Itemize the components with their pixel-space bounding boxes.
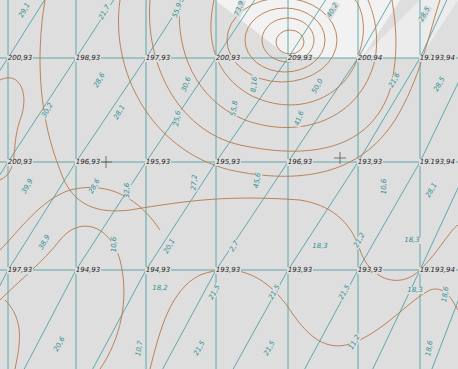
elevation-label: 209,93 xyxy=(287,55,314,62)
triangle-value: 10,6 xyxy=(112,235,119,253)
triangle-value: 10,6 xyxy=(382,177,389,195)
triangle-value: 39,9 xyxy=(21,177,36,196)
tin-edge xyxy=(0,0,8,58)
triangle-value: 28,6 xyxy=(93,71,108,90)
triangle-value: 18,3 xyxy=(403,237,421,244)
tin-edge xyxy=(358,0,420,58)
tin-edge xyxy=(76,58,146,162)
elevation-label: 196,93 xyxy=(75,159,102,166)
tin-edge xyxy=(146,58,216,162)
tin-edge xyxy=(8,162,76,270)
triangle-value: 21,5 xyxy=(268,283,283,302)
elevation-label: 193,93 xyxy=(215,267,242,274)
elevation-label: 194,93 xyxy=(75,267,102,274)
tin-edge xyxy=(76,0,146,58)
triangle-value: 41,6 xyxy=(294,109,307,128)
tin-edge xyxy=(146,162,216,270)
triangle-value: 2,7 xyxy=(229,239,242,254)
elevation-label: 193,93 xyxy=(287,267,314,274)
tin-edge xyxy=(146,270,216,369)
tin-edge xyxy=(358,162,420,270)
triangle-value: 29,1 xyxy=(18,1,33,20)
elevation-label: 197,93 xyxy=(7,267,34,274)
triangle-value: 20,6 xyxy=(53,335,68,354)
elevation-label: 193,94 xyxy=(430,159,457,166)
elevation-label: 194,93 xyxy=(145,267,172,274)
triangle-value: 18,6 xyxy=(441,285,451,304)
elevation-label: 195,93 xyxy=(215,159,242,166)
triangle-value: 18,3 xyxy=(406,287,424,294)
elevation-label: 200,93 xyxy=(7,55,34,62)
tin-edge xyxy=(76,162,146,270)
tin-edge xyxy=(288,270,358,369)
tin-edge xyxy=(216,162,288,270)
triangle-value: 21,2 xyxy=(353,231,368,250)
triangle-value: 55,8 xyxy=(230,99,240,118)
tin-edge xyxy=(358,270,420,369)
elevation-label: 200,93 xyxy=(7,159,34,166)
tin-edge xyxy=(8,0,76,58)
triangle-value: 21,6 xyxy=(388,71,403,90)
triangle-value: 38,9 xyxy=(38,233,53,252)
tin-edge xyxy=(420,162,458,270)
tin-edge xyxy=(288,58,358,162)
tin-edge xyxy=(8,270,76,369)
triangle-value: 28,1 xyxy=(425,181,440,200)
triangle-value: 10,7 xyxy=(135,339,145,358)
triangle-value: 21,5 xyxy=(338,283,353,302)
tin-edge xyxy=(146,0,216,58)
triangle-value: 28,5 xyxy=(433,75,448,94)
triangle-value: 28,1 xyxy=(113,103,128,122)
triangle-value: 21,5 xyxy=(193,339,208,358)
elevation-label: 193,93 xyxy=(357,159,384,166)
triangle-value: 45,6 xyxy=(253,171,263,190)
triangle-value: 25,6 xyxy=(173,109,183,128)
tin-edge xyxy=(420,58,458,162)
elevation-label: 193,94 xyxy=(430,267,457,274)
tin-edge xyxy=(216,270,288,369)
elevation-label: 197,93 xyxy=(145,55,172,62)
point-markers xyxy=(100,152,346,168)
triangle-value: 21,5 xyxy=(208,283,223,302)
tin-edge xyxy=(8,58,76,162)
tin-edge xyxy=(358,58,420,162)
elevation-label: 200,93 xyxy=(215,55,242,62)
triangle-value: 18,6 xyxy=(425,339,435,358)
triangle-value: 30,6 xyxy=(181,75,194,94)
triangle-value: 28,6 xyxy=(88,177,103,196)
tin-edge xyxy=(216,58,288,162)
elevation-label: 198,93 xyxy=(75,55,102,62)
triangle-value: 18,3 xyxy=(311,243,329,250)
triangle-value: 50,0 xyxy=(311,77,326,96)
triangle-value: 21,7 xyxy=(98,3,113,22)
triangle-value: 20,1 xyxy=(163,237,178,256)
elevation-label: 193,94 xyxy=(430,55,457,62)
triangle-value: 32,6 xyxy=(125,181,132,199)
elevation-label: 195,93 xyxy=(145,159,172,166)
triangle-value: 21,5 xyxy=(263,339,278,358)
triangle-value: 18,2 xyxy=(151,285,169,292)
tin-edge xyxy=(420,270,458,369)
triangle-value: 27,2 xyxy=(191,173,200,191)
tin-edge xyxy=(0,58,8,162)
elevation-label: 196,93 xyxy=(287,159,314,166)
tin-edge xyxy=(0,162,8,270)
tin-edge xyxy=(76,270,146,369)
triangle-value: 8,16 xyxy=(251,75,260,93)
triangle-value: 55,9 xyxy=(172,1,185,20)
elevation-label: 193,93 xyxy=(357,267,384,274)
elevation-label: 200,94 xyxy=(357,55,384,62)
tin-edge xyxy=(288,162,358,270)
tin-edge xyxy=(0,270,8,369)
triangle-value: 11,2 xyxy=(348,333,363,352)
